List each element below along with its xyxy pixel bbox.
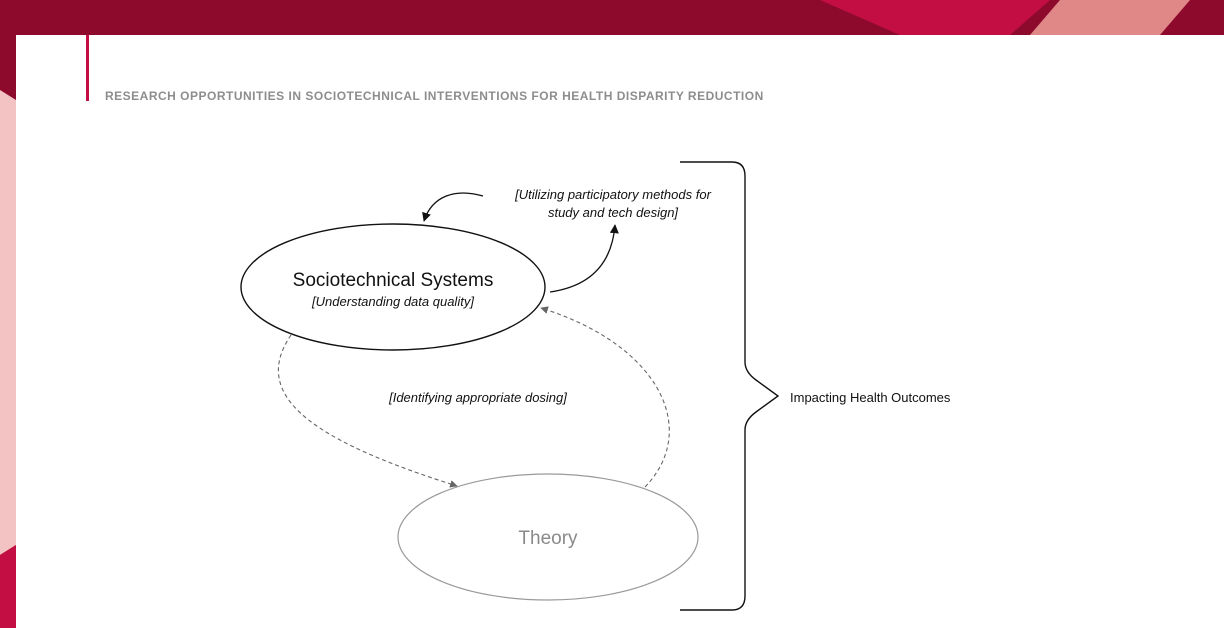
dosing-label: [Identifying appropriate dosing]	[388, 390, 567, 405]
outcomes-brace	[680, 161, 780, 611]
participatory-loop-arrow-out	[549, 224, 619, 293]
theory-node	[397, 473, 699, 601]
theory-node-title: Theory	[518, 528, 578, 549]
dashed-arrow-to-theory	[277, 334, 458, 488]
sociotechnical-node-subtitle: [Understanding data quality]	[311, 294, 474, 309]
sociotechnical-node-title: Sociotechnical Systems	[293, 270, 494, 291]
slide-canvas	[16, 35, 1224, 628]
slide-title: RESEARCH OPPORTUNITIES IN SOCIOTECHNICAL…	[105, 89, 764, 103]
outcomes-label: Impacting Health Outcomes	[790, 390, 951, 405]
background-accent-top-pink	[1030, 0, 1190, 35]
sociotechnical-node	[240, 223, 546, 351]
background-left-accent	[0, 545, 16, 628]
dashed-arrow-to-sociotechnical	[540, 306, 670, 488]
participatory-loop-arrow-in	[422, 192, 484, 222]
background-accent-top	[820, 0, 1050, 35]
participatory-label-line1: [Utilizing participatory methods for	[514, 187, 711, 202]
title-accent-bar	[86, 35, 89, 101]
participatory-label-line2: study and tech design]	[548, 205, 678, 220]
background-left-pink	[0, 90, 16, 555]
